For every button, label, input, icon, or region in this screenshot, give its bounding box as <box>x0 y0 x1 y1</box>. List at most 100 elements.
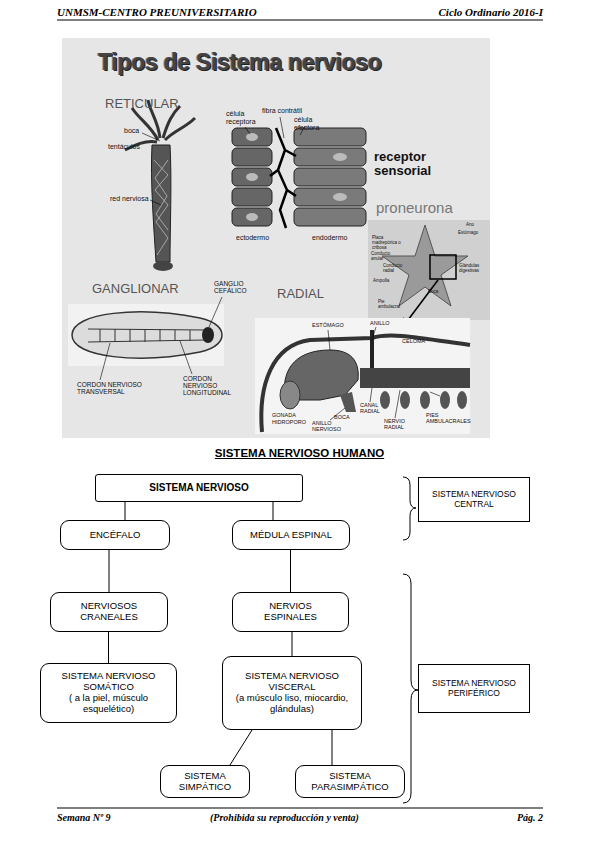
starfish-photo <box>368 220 490 320</box>
box-text: SISTEMA SIMPÁTICO <box>173 771 237 793</box>
part-label: Conducto anular <box>371 252 397 262</box>
part-label: célula receptora <box>226 110 262 125</box>
ectoderm-cell <box>232 168 272 186</box>
leader-line <box>180 341 192 374</box>
box-text: SISTEMA NERVIOSO CENTRAL <box>427 490 521 510</box>
diagram-title: SISTEMA NERVIOSO HUMANO <box>0 447 599 459</box>
type-label: GANGLIONAR <box>92 282 179 296</box>
box-text: NERVIOSOS CRANEALES <box>65 601 153 623</box>
leader-line <box>328 327 440 420</box>
tube-foot <box>400 391 410 409</box>
type-label: RADIAL <box>277 287 324 301</box>
nerve-net <box>154 160 168 255</box>
box-text: SISTEMA PARASIMPÁTICO <box>308 771 392 793</box>
connector-line <box>108 632 109 663</box>
connector-line <box>292 632 293 656</box>
leader-line <box>245 127 250 134</box>
part-label: GANGLIO CEFÁLICO <box>214 280 258 294</box>
process-box: SISTEMA NERVIOSO VISCERAL(a músculo liso… <box>222 656 362 730</box>
process-box: SISTEMA NERVIOSO <box>95 474 303 502</box>
cell-nucleus <box>333 153 347 161</box>
connector-line <box>109 550 110 592</box>
flatworm-body <box>72 312 222 358</box>
figure-title: Tipos de Sistema nervioso <box>98 50 382 75</box>
hydra-base <box>153 261 173 271</box>
part-label: receptor sensorial <box>374 150 454 179</box>
box-text: MÉDULA ESPINAL <box>250 530 332 541</box>
part-label: BOCA <box>334 414 350 420</box>
ectoderm-cell <box>232 208 272 226</box>
curly-bracket <box>403 574 418 803</box>
gonad <box>280 381 300 409</box>
process-box: MÉDULA ESPINAL <box>232 520 350 550</box>
box-text: SISTEMA NERVIOSO VISCERAL <box>233 671 351 693</box>
endoderm-cell <box>294 188 366 206</box>
process-box: SISTEMA PARASIMPÁTICO <box>295 765 405 798</box>
proneuron <box>270 128 296 228</box>
mouth <box>340 392 356 412</box>
endoderm-cell <box>294 168 366 186</box>
page-footer: Pág. 2 <box>400 812 543 823</box>
part-label: ESTÓMAGO <box>312 322 344 328</box>
starfish <box>382 225 468 306</box>
page-footer: Semana Nº 9 <box>57 812 111 823</box>
box-text: SISTEMA NERVIOSO SOMÁTICO <box>51 671 166 693</box>
page-footer: (Prohibida su reproducción y venta) <box>210 812 359 823</box>
ectoderm-cell <box>232 148 272 166</box>
part-label: proneurona <box>376 200 453 217</box>
cross-section-panel <box>255 318 470 434</box>
process-box: SISTEMA NERVIOSO PERIFÉRICO <box>418 664 530 713</box>
part-label: CORDON NERVIOSO TRANSVERSAL <box>77 381 147 395</box>
page-header: Ciclo Ordinario 2016-I <box>400 6 543 18</box>
footer-rule <box>57 807 543 808</box>
part-label: Conducto radial <box>383 264 409 274</box>
connector-line <box>230 730 252 765</box>
hydra-tentacle <box>132 108 158 140</box>
type-label: RETICULAR <box>105 97 179 111</box>
leader-line <box>100 343 110 380</box>
curly-bracket <box>403 477 416 540</box>
illustration-panel <box>62 38 490 438</box>
connector-line <box>290 550 291 592</box>
ectoderm-cell <box>232 128 272 146</box>
tube-foot <box>380 391 390 409</box>
part-label: tentáculos <box>108 143 140 151</box>
process-box: SISTEMA SIMPÁTICO <box>160 765 250 798</box>
nerve-cord <box>88 329 205 342</box>
cell-nucleus <box>246 213 258 221</box>
box-text: ( a la piel, músculo esquelético) <box>51 693 166 715</box>
part-label: Estómago <box>458 231 478 236</box>
part-label: NERVIO RADIAL <box>384 418 414 430</box>
part-label: boca <box>124 127 139 135</box>
part-label: CORDON NERVIOSO LONGITUDINAL <box>183 375 233 396</box>
leader-line <box>209 297 222 327</box>
part-label: ANILLO <box>370 320 390 326</box>
process-box: NERVIOS ESPINALES <box>232 592 349 632</box>
process-box: ENCÉFALO <box>60 520 170 550</box>
tube-foot <box>440 391 450 409</box>
cephalic-ganglion <box>202 327 214 343</box>
cell-nucleus <box>246 133 258 141</box>
connector-line <box>273 502 274 520</box>
tube-foot <box>457 391 467 409</box>
part-label: Boca <box>428 290 438 295</box>
tube-foot <box>420 391 430 409</box>
part-label: Pie ambulacral <box>378 300 402 310</box>
connector-line <box>125 502 126 520</box>
connector-line <box>332 730 333 765</box>
radial-canal <box>360 368 470 388</box>
endoderm-cell <box>294 148 366 166</box>
part-label: ANILLO NERVIOSO <box>312 420 348 432</box>
page-header: UNMSM-CENTRO PREUNIVERSITARIO <box>57 6 257 18</box>
cell-nucleus <box>333 193 347 201</box>
part-label: Ano <box>466 223 474 228</box>
body-wall <box>261 336 470 432</box>
endoderm-cell <box>294 128 366 146</box>
box-text: ENCÉFALO <box>90 530 141 541</box>
part-label: HIDROPORO <box>272 419 306 425</box>
box-text: SISTEMA NERVIOSO PERIFÉRICO <box>427 679 521 699</box>
part-label: célula efectora <box>294 116 334 131</box>
process-box: SISTEMA NERVIOSO CENTRAL <box>418 477 530 522</box>
